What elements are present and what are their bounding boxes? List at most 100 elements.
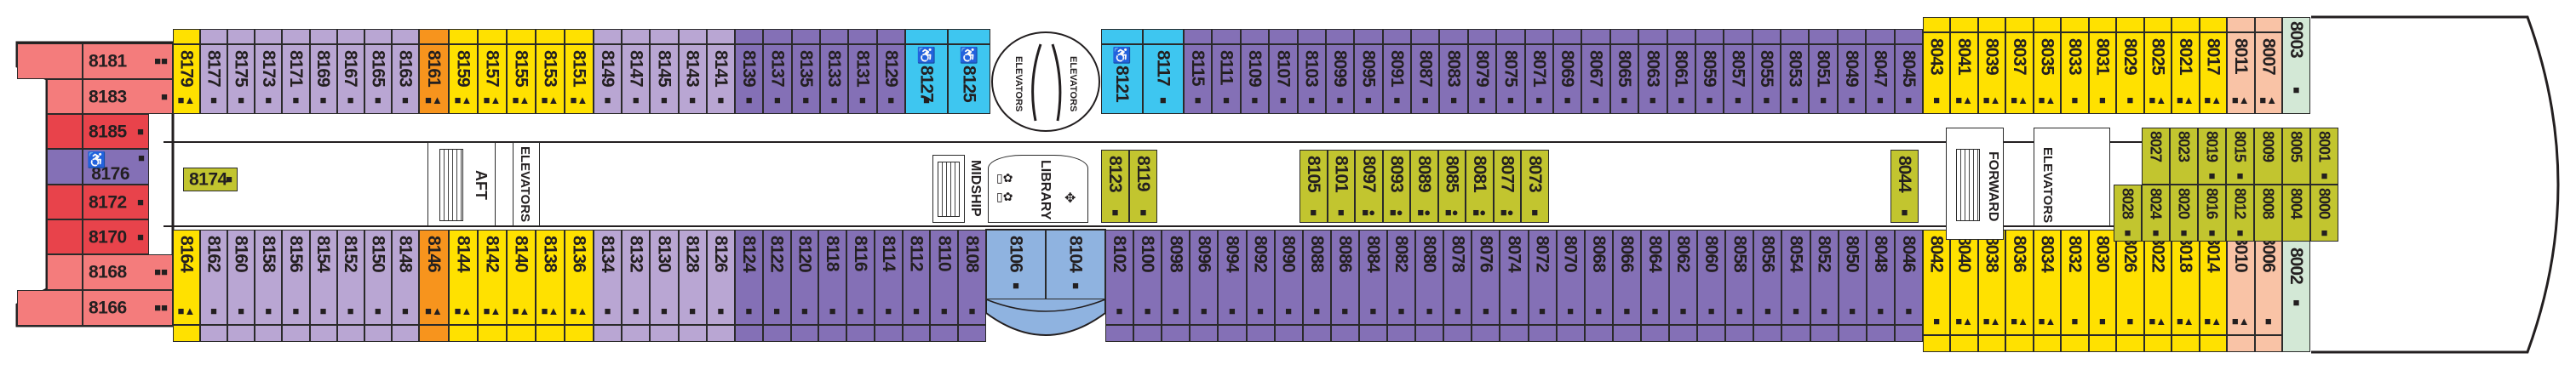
- cabin-8167[interactable]: 8167■: [336, 44, 364, 114]
- cabin-8036[interactable]: 8036■▲: [2005, 230, 2034, 335]
- cabin-8106[interactable]: 8106■: [986, 230, 1046, 299]
- cabin-8137[interactable]: 8137■: [763, 44, 792, 114]
- cabin-8062[interactable]: 8062■: [1669, 230, 1698, 325]
- cabin-8135[interactable]: 8135■: [791, 44, 820, 114]
- cabin-8031[interactable]: 8031■: [2088, 32, 2117, 114]
- cabin-8012[interactable]: 8012■: [2226, 185, 2254, 242]
- cabin-8165[interactable]: 8165■: [364, 44, 392, 114]
- cabin-8074[interactable]: 8074■: [1500, 230, 1529, 325]
- cabin-8095[interactable]: 8095■: [1354, 44, 1383, 114]
- cabin-8155[interactable]: 8155■▲: [507, 44, 536, 114]
- cabin-8099[interactable]: 8099■: [1325, 44, 1355, 114]
- cabin-8147[interactable]: 8147■: [622, 44, 651, 114]
- cabin-8158[interactable]: 8158■: [255, 230, 283, 325]
- cabin-8087[interactable]: 8087■: [1411, 44, 1440, 114]
- cabin-8010[interactable]: 8010■▲: [2227, 230, 2255, 335]
- cabin-8054[interactable]: 8054■: [1781, 230, 1810, 325]
- library-room[interactable]: [988, 155, 1088, 223]
- cabin-8164[interactable]: 8164■▲: [173, 230, 200, 325]
- cabin-8026[interactable]: 8026■: [2116, 230, 2144, 335]
- cabin-8069[interactable]: 8069■: [1553, 44, 1582, 114]
- cabin-8122[interactable]: 8122■: [762, 230, 791, 325]
- cabin-8093[interactable]: 8093■●: [1382, 150, 1410, 223]
- cabin-8139[interactable]: 8139■: [735, 44, 764, 114]
- cabin-8100[interactable]: 8100■: [1133, 230, 1162, 325]
- cabin-8008[interactable]: 8008: [2254, 185, 2282, 242]
- cabin-8077[interactable]: 8077■●: [1493, 150, 1521, 223]
- cabin-8107[interactable]: 8107■: [1269, 44, 1298, 114]
- cabin-8161[interactable]: 8161■▲: [419, 44, 449, 114]
- cabin-8142[interactable]: 8142■▲: [478, 230, 507, 325]
- cabin-8146[interactable]: 8146■▲: [419, 230, 449, 325]
- cabin-8109[interactable]: 8109■: [1240, 44, 1270, 114]
- cabin-8066[interactable]: 8066■: [1612, 230, 1641, 325]
- cabin-8006[interactable]: 8006■: [2254, 230, 2282, 335]
- cabin-8163[interactable]: 8163■: [391, 44, 419, 114]
- midship-staircase[interactable]: [938, 162, 960, 217]
- cabin-8033[interactable]: 8033■: [2061, 32, 2089, 114]
- cabin-8125[interactable]: 8125♿: [948, 44, 990, 114]
- cabin-8021[interactable]: 8021■▲: [2172, 32, 2200, 114]
- cabin-8104[interactable]: 8104■: [1046, 230, 1105, 299]
- cabin-8114[interactable]: 8114■: [874, 230, 903, 325]
- cabin-8089[interactable]: 8089■●: [1410, 150, 1438, 223]
- cabin-8072[interactable]: 8072■: [1528, 230, 1557, 325]
- cabin-8117[interactable]: 8117■: [1142, 44, 1184, 114]
- cabin-8070[interactable]: 8070■: [1556, 230, 1585, 325]
- cabin-8029[interactable]: 8029■: [2116, 32, 2144, 114]
- cabin-8003[interactable]: 8003■: [2282, 17, 2310, 114]
- cabin-8001[interactable]: 8001■: [2310, 128, 2338, 185]
- cabin-8171[interactable]: 8171■: [282, 44, 310, 114]
- cabin-8049[interactable]: 8049■: [1837, 44, 1867, 114]
- cabin-8131[interactable]: 8131■: [848, 44, 877, 114]
- cabin-8120[interactable]: 8120■: [790, 230, 819, 325]
- cabin-8061[interactable]: 8061■: [1667, 44, 1695, 114]
- cabin-8115[interactable]: 8115■: [1184, 44, 1213, 114]
- cabin-8041[interactable]: 8041■▲: [1950, 32, 1978, 114]
- cabin-8112[interactable]: 8112■: [902, 230, 931, 325]
- cabin-8030[interactable]: 8030■: [2088, 230, 2117, 335]
- cabin-8071[interactable]: 8071■: [1524, 44, 1553, 114]
- cabin-8053[interactable]: 8053■: [1781, 44, 1810, 114]
- cabin-8015[interactable]: 8015■: [2226, 128, 2254, 185]
- cabin-8019[interactable]: 8019■: [2198, 128, 2226, 185]
- cabin-8121[interactable]: 8121♿: [1101, 44, 1143, 114]
- cabin-8166[interactable]: 8166■■: [83, 290, 173, 326]
- cabin-8154[interactable]: 8154■: [309, 230, 337, 325]
- cabin-8152[interactable]: 8152■: [336, 230, 364, 325]
- cabin-8105[interactable]: 8105■: [1299, 150, 1328, 223]
- cabin-8124[interactable]: 8124■: [735, 230, 763, 325]
- cabin-8162[interactable]: 8162■: [200, 230, 228, 325]
- cabin-8181[interactable]: 8181■■: [83, 43, 173, 79]
- cabin-8140[interactable]: 8140■▲: [507, 230, 536, 325]
- cabin-8084[interactable]: 8084■: [1358, 230, 1388, 325]
- cabin-8080[interactable]: 8080■: [1415, 230, 1444, 325]
- cabin-8086[interactable]: 8086■: [1330, 230, 1359, 325]
- cabin-8141[interactable]: 8141■: [706, 44, 735, 114]
- cabin-8018[interactable]: 8018■▲: [2172, 230, 2200, 335]
- cabin-8065[interactable]: 8065■: [1609, 44, 1639, 114]
- cabin-8173[interactable]: 8173■: [255, 44, 283, 114]
- cabin-8097[interactable]: 8097■●: [1355, 150, 1383, 223]
- cabin-8014[interactable]: 8014■▲: [2199, 230, 2227, 335]
- cabin-8060[interactable]: 8060■: [1697, 230, 1726, 325]
- cabin-8042[interactable]: 8042■: [1923, 230, 1951, 335]
- cabin-8111[interactable]: 8111■: [1212, 44, 1241, 114]
- cabin-8159[interactable]: 8159■▲: [449, 44, 478, 114]
- cabin-8056[interactable]: 8056■: [1753, 230, 1782, 325]
- cabin-8083[interactable]: 8083■: [1439, 44, 1468, 114]
- cabin-8076[interactable]: 8076■: [1472, 230, 1500, 325]
- cabin-8004[interactable]: 8004: [2282, 185, 2310, 242]
- cabin-8050[interactable]: 8050■: [1838, 230, 1867, 325]
- cabin-8132[interactable]: 8132■: [622, 230, 651, 325]
- cabin-8044[interactable]: 8044■: [1890, 150, 1919, 223]
- cabin-8175[interactable]: 8175■: [227, 44, 255, 114]
- cabin-8022[interactable]: 8022■▲: [2143, 230, 2172, 335]
- cabin-8108[interactable]: 8108■: [958, 230, 986, 325]
- cabin-8020[interactable]: 8020■: [2170, 185, 2198, 242]
- cabin-8048[interactable]: 8048■: [1866, 230, 1895, 325]
- cabin-8073[interactable]: 8073■: [1521, 150, 1549, 223]
- cabin-8119[interactable]: 8119■: [1129, 150, 1157, 223]
- cabin-8145[interactable]: 8145■: [650, 44, 679, 114]
- cabin-8127[interactable]: 8127♿■: [905, 44, 948, 114]
